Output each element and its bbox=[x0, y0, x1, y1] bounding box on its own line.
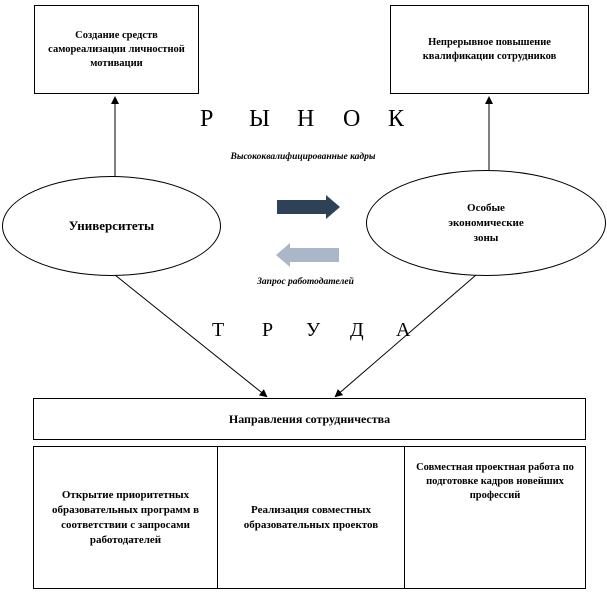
goal-box-self-realization: Создание средств самореализации личностн… bbox=[34, 5, 199, 94]
cooperation-header-box: Направления сотрудничества bbox=[33, 398, 586, 440]
goal-text-qualification: Непрерывное повышение квалификации сотру… bbox=[422, 36, 557, 62]
sez-ellipse: Особые экономические зоны bbox=[366, 170, 606, 276]
flow-label-employer-request: Запрос работодателей bbox=[257, 277, 354, 287]
labor-letter: Р bbox=[262, 319, 274, 341]
market-letter: К bbox=[388, 106, 405, 132]
labor-letter: У bbox=[306, 319, 321, 341]
direction-text: Реализация совместных образовательных пр… bbox=[243, 503, 379, 531]
universities-label: Университеты bbox=[68, 218, 155, 233]
direction-text: Открытие приоритетных образовательных пр… bbox=[51, 488, 200, 546]
market-letter: Ы bbox=[249, 106, 270, 132]
market-letter: Н bbox=[297, 106, 315, 132]
sez-label: Особые экономические зоны bbox=[448, 201, 524, 244]
direction-cell: Реализация совместных образовательных пр… bbox=[218, 447, 405, 588]
labor-letter: Т bbox=[212, 319, 225, 341]
labor-letter: Д bbox=[350, 319, 364, 341]
goal-text-self-realization: Создание средств самореализации личностн… bbox=[48, 29, 185, 69]
market-letter: О bbox=[343, 106, 361, 132]
labor-letter: А bbox=[396, 319, 411, 341]
direction-cell: Совместная проектная работа по подготовк… bbox=[405, 447, 585, 588]
cooperation-header: Направления сотрудничества bbox=[228, 411, 391, 426]
block-arrow-left bbox=[276, 243, 339, 267]
arrow-universities-to-cooperation bbox=[114, 274, 268, 398]
goal-box-qualification: Непрерывное повышение квалификации сотру… bbox=[390, 5, 589, 94]
market-letter: Р bbox=[200, 106, 214, 132]
flow-label-qualified-staff: Высококвалифицированные кадры bbox=[230, 152, 376, 162]
arrow-sez-to-cooperation bbox=[334, 274, 477, 398]
direction-text: Совместная проектная работа по подготовк… bbox=[416, 462, 574, 501]
block-arrow-right bbox=[277, 195, 340, 219]
directions-table: Открытие приоритетных образовательных пр… bbox=[33, 446, 586, 589]
direction-cell: Открытие приоритетных образовательных пр… bbox=[34, 447, 218, 588]
universities-ellipse: Университеты bbox=[2, 176, 221, 276]
